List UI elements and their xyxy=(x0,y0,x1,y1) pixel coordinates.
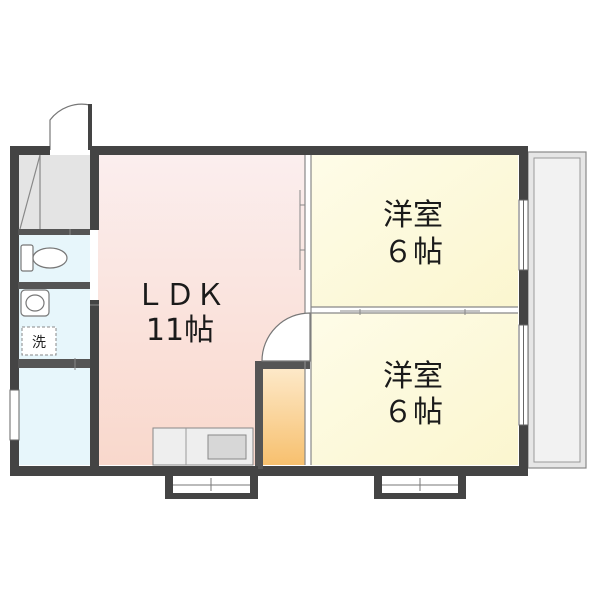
storage-door-swing xyxy=(261,312,311,362)
washer-label: 洗 xyxy=(32,335,46,351)
interior-walls xyxy=(18,229,310,469)
washbasin-icon xyxy=(20,289,50,317)
toilet-icon xyxy=(20,244,68,272)
window-right-lower xyxy=(518,324,529,426)
ldk-name: ＬＤＫ xyxy=(135,278,225,313)
outer-walls xyxy=(10,146,528,476)
storage-floor xyxy=(263,368,305,465)
window-bottom-ldk xyxy=(165,466,258,499)
window-right-upper xyxy=(518,199,529,271)
washer-space xyxy=(21,326,57,356)
bathroom xyxy=(18,368,90,465)
window-bottom-western xyxy=(374,466,466,499)
western-room-upper-name: 洋室 xyxy=(383,198,443,233)
ldk-size: 11帖 xyxy=(146,313,214,348)
western-room-lower-floor xyxy=(311,313,518,465)
western-room-lower-size: ６帖 xyxy=(383,395,443,430)
entrance-door xyxy=(49,103,92,150)
western-room-upper-floor xyxy=(311,155,518,307)
entrance-closet xyxy=(18,155,90,229)
western-room-lower-name: 洋室 xyxy=(383,359,443,394)
window-left-bath xyxy=(9,389,20,441)
kitchen-counter xyxy=(152,427,254,466)
western-room-upper-size: ６帖 xyxy=(383,235,443,270)
